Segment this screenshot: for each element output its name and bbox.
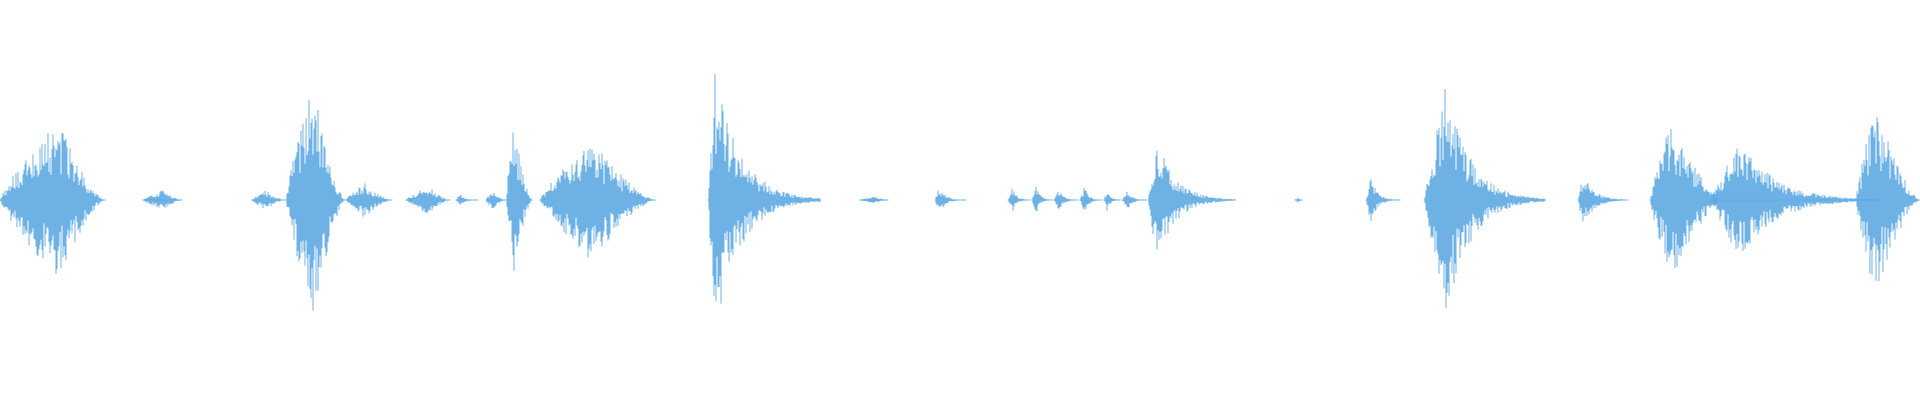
waveform-burst	[1007, 188, 1031, 211]
waveform-burst	[934, 190, 967, 208]
waveform-burst	[505, 132, 533, 271]
waveform-burst	[539, 148, 656, 258]
waveform-burst	[1577, 183, 1629, 222]
waveform-burst	[859, 197, 889, 203]
waveform-burst	[1053, 191, 1079, 209]
waveform-burst	[1103, 194, 1121, 211]
waveform-burst	[142, 190, 183, 208]
waveform-burst	[0, 132, 106, 274]
waveform-burst	[345, 183, 393, 217]
waveform-burst	[1079, 187, 1103, 210]
waveform-burst	[1855, 117, 1920, 282]
waveform-burst	[1423, 89, 1546, 308]
waveform-burst	[285, 99, 346, 311]
waveform-burst	[1031, 186, 1053, 212]
waveform-burst	[1121, 191, 1147, 208]
waveform-burst	[707, 73, 821, 304]
waveform-burst	[1365, 179, 1401, 221]
waveform-burst	[1147, 150, 1236, 250]
waveform-burst	[455, 194, 479, 205]
waveform-burst	[1649, 129, 1723, 268]
waveform-burst	[485, 192, 506, 208]
waveform-bursts	[0, 73, 1920, 311]
waveform-burst	[251, 190, 286, 209]
waveform-burst	[405, 189, 451, 214]
waveform-burst	[1294, 197, 1303, 203]
